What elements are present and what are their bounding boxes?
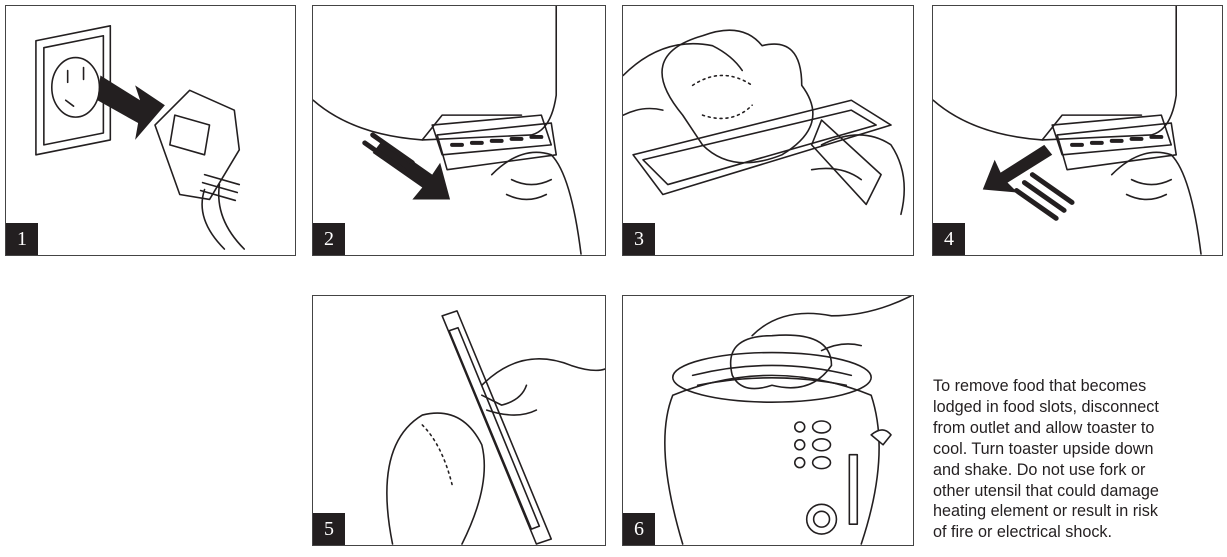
step-1-panel: 1 xyxy=(5,5,296,256)
wipe-tray-edge-illustration xyxy=(386,310,605,545)
step-number: 2 xyxy=(313,223,345,255)
push-tray-illustration xyxy=(933,6,1202,255)
step-number: 1 xyxy=(6,223,38,255)
wipe-toaster-illustration xyxy=(664,296,912,545)
instruction-line: lodged in food slots, disconnect xyxy=(933,397,1159,416)
step-5-panel: 5 xyxy=(312,295,606,546)
wipe-tray-illustration xyxy=(623,29,906,216)
instruction-line: cool. Turn toaster upside down xyxy=(933,439,1154,458)
step-number: 5 xyxy=(313,513,345,545)
cleaning-instructions: To remove food that becomes lodged in fo… xyxy=(933,376,1227,543)
step-4-panel: 4 xyxy=(932,5,1223,256)
instruction-line: To remove food that becomes xyxy=(933,377,1147,395)
instruction-line: other utensil that could damage xyxy=(933,481,1159,500)
instruction-line: from outlet and allow toaster to xyxy=(933,418,1155,437)
instruction-line: of fire or electrical shock. xyxy=(933,523,1113,542)
instruction-line: heating element or result in risk xyxy=(933,502,1158,521)
step-2-panel: 2 xyxy=(312,5,606,256)
pull-tray-illustration xyxy=(313,6,582,255)
step-3-panel: 3 xyxy=(622,5,914,256)
step-number: 4 xyxy=(933,223,965,255)
unplug-illustration xyxy=(35,25,246,250)
step-6-panel: 6 xyxy=(622,295,914,546)
step-number: 6 xyxy=(623,513,655,545)
step-number: 3 xyxy=(623,223,655,255)
instruction-line: and shake. Do not use fork or xyxy=(933,460,1146,479)
